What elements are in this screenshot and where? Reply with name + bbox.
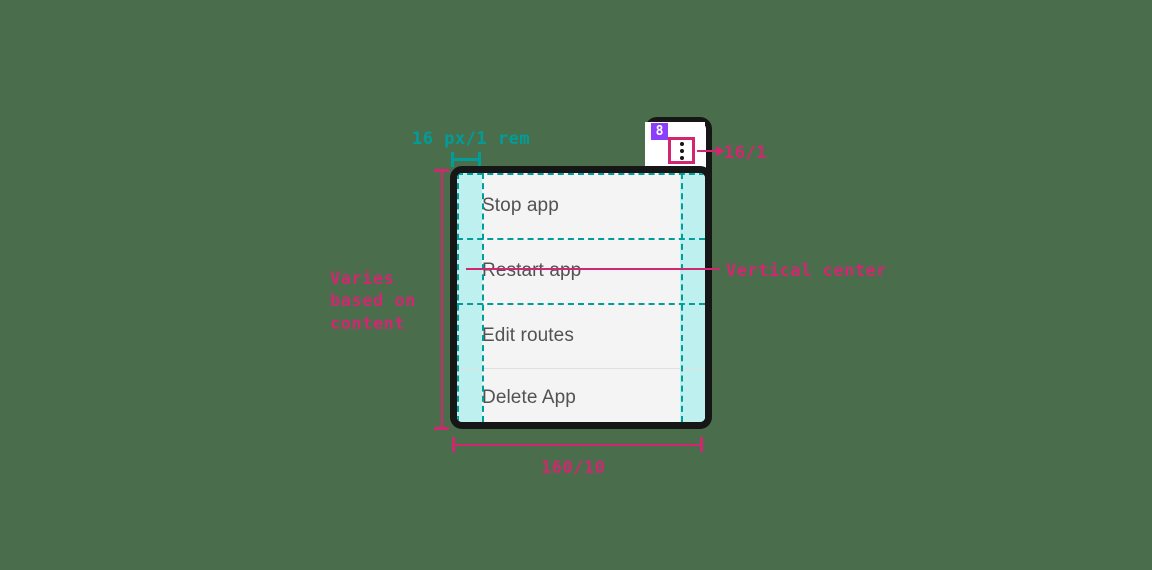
width-spec-label: 160/10 — [541, 458, 606, 478]
kebab-dot — [679, 148, 684, 153]
padding-bracket-bar — [451, 158, 481, 161]
height-dimension-cap-top — [434, 169, 449, 172]
grid-line-horizontal-2 — [457, 303, 705, 305]
right-padding-gutter — [680, 173, 705, 422]
notification-badge: 8 — [651, 123, 668, 140]
grid-line-vertical-right-outer — [705, 173, 707, 422]
width-dimension-cap-left — [452, 437, 455, 452]
grid-line-vertical-right-inner — [681, 173, 683, 422]
padding-bracket-cap-right — [478, 152, 481, 167]
padding-spec-label: 16 px/1 rem — [412, 129, 531, 149]
height-spec-label: Varies based on content — [330, 269, 416, 334]
kebab-menu-icon[interactable] — [668, 137, 695, 164]
menu-item-restart-app[interactable]: Restart app — [457, 238, 705, 303]
menu-surface: Stop app Restart app Edit routes Delete … — [457, 173, 705, 422]
vertical-center-line — [466, 268, 710, 270]
kebab-dot — [679, 155, 684, 160]
padding-bracket-cap-left — [451, 152, 454, 167]
grid-line-vertical-left-outer — [457, 173, 459, 422]
grid-line-vertical-left-inner — [482, 173, 484, 422]
icon-spec-leader-line — [697, 150, 719, 152]
kebab-dot — [679, 141, 684, 146]
menu-divider — [457, 368, 705, 369]
menu-item-label: Stop app — [482, 194, 559, 216]
menu-item-edit-routes[interactable]: Edit routes — [457, 303, 705, 368]
menu-item-label: Delete App — [482, 386, 576, 408]
left-padding-gutter — [457, 173, 482, 422]
height-dimension-cap-bottom — [434, 427, 449, 430]
vertical-center-label: Vertical center — [726, 261, 888, 281]
icon-spec-label: 16/1 — [724, 143, 767, 163]
menu-item-delete-app[interactable]: Delete App — [457, 369, 705, 422]
height-dimension-line — [441, 170, 443, 428]
vertical-center-leader — [706, 268, 720, 270]
overflow-menu[interactable]: Stop app Restart app Edit routes Delete … — [450, 166, 712, 429]
icon-spec-arrowhead — [716, 146, 725, 156]
width-dimension-line — [452, 444, 702, 446]
menu-item-label: Edit routes — [482, 324, 574, 346]
grid-line-horizontal-1 — [457, 238, 705, 240]
menu-item-label: Restart app — [482, 259, 582, 281]
menu-item-stop-app[interactable]: Stop app — [457, 173, 705, 238]
grid-line-horizontal-top — [457, 173, 705, 175]
width-dimension-cap-right — [700, 437, 703, 452]
grid-line-horizontal-bottom — [457, 422, 705, 424]
